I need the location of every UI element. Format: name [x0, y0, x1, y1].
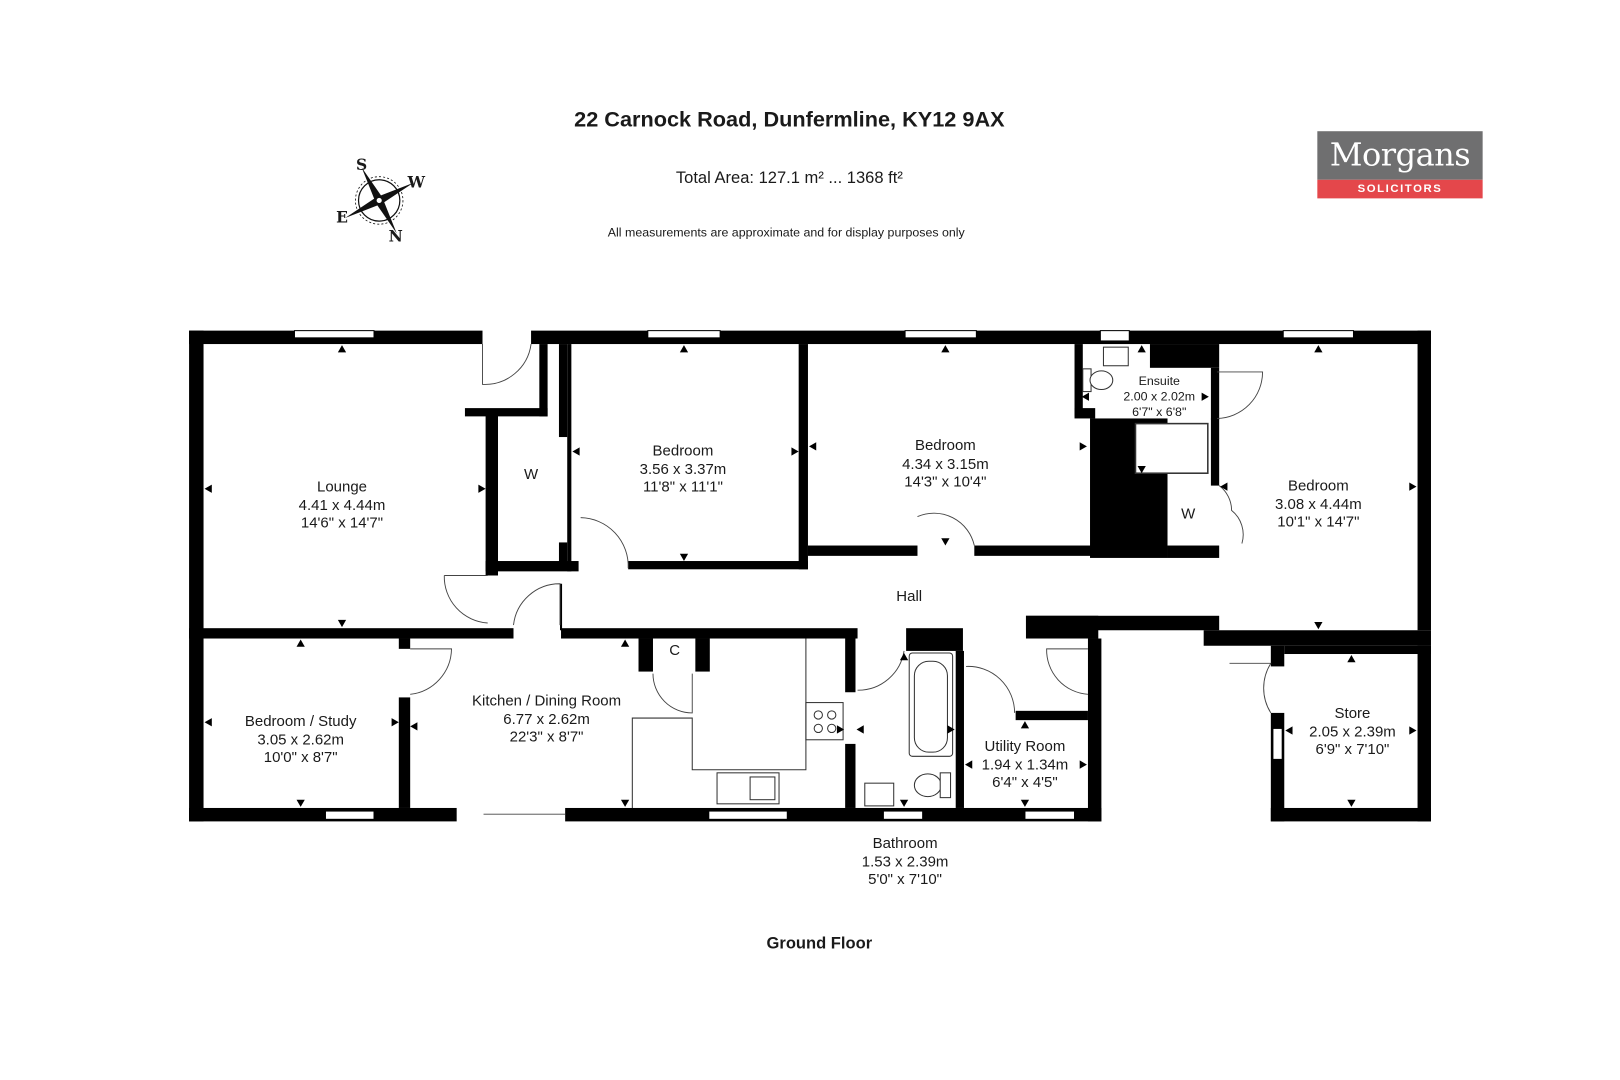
compass-s: S: [356, 155, 368, 175]
room-bedroom-study: Bedroom / Study 3.05 x 2.62m 10'0" x 8'7…: [245, 714, 357, 768]
room-name: Bathroom: [872, 835, 938, 853]
room-name: Bedroom: [1287, 478, 1349, 495]
cupboard-label: C: [669, 642, 681, 659]
room-imperial: 14'6" x 14'7": [300, 515, 384, 532]
room-imperial: 5'0" x 7'10": [868, 871, 942, 889]
morgans-solicitors-logo: Morgans SOLICITORS: [1317, 131, 1483, 199]
room-name: Bedroom / Study: [244, 713, 357, 731]
room-metric: 3.56 x 3.37m: [639, 461, 727, 478]
room-imperial: 6'9" x 7'10": [1315, 741, 1390, 759]
logo-tagline: SOLICITORS: [1317, 179, 1483, 199]
room-kitchen-dining: Kitchen / Dining Room 6.77 x 2.62m 22'3"…: [472, 693, 621, 747]
room-name: Kitchen / Dining Room: [472, 693, 622, 710]
floor-name: Ground Floor: [766, 935, 873, 953]
room-metric: 1.94 x 1.34m: [981, 756, 1069, 774]
wardrobe-label: W: [1181, 506, 1196, 523]
room-imperial: 10'0" x 8'7": [263, 749, 338, 767]
room-metric: 4.41 x 4.44m: [298, 497, 386, 514]
room-imperial: 10'1" x 14'7": [1277, 514, 1360, 531]
room-name: Utility Room: [984, 738, 1066, 756]
room-bathroom: Bathroom 1.53 x 2.39m 5'0" x 7'10": [862, 836, 949, 890]
room-metric: 2.05 x 2.39m: [1309, 723, 1396, 741]
room-name: Lounge: [316, 479, 367, 496]
room-lounge: Lounge 4.41 x 4.44m 14'6" x 14'7": [299, 479, 386, 533]
compass-e: E: [336, 208, 348, 227]
room-imperial: 14'3" x 10'4": [904, 473, 987, 491]
room-ensuite: Ensuite 2.00 x 2.02m 6'7" x 6'8": [1123, 374, 1195, 420]
room-metric: 3.05 x 2.62m: [257, 731, 344, 749]
room-imperial: 22'3" x 8'7": [509, 729, 584, 746]
room-metric: 4.34 x 3.15m: [902, 455, 989, 473]
hall-label: Hall: [896, 588, 923, 606]
room-store: Store 2.05 x 2.39m 6'9" x 7'10": [1309, 705, 1396, 759]
total-area: Total Area: 127.1 m² ... 1368 ft²: [675, 169, 903, 188]
room-name: Bedroom: [914, 437, 976, 455]
room-name: Store: [1334, 705, 1371, 722]
room-metric: 2.00 x 2.02m: [1123, 388, 1196, 404]
room-imperial: 11'8" x 11'1": [642, 479, 723, 496]
disclaimer: All measurements are approximate and for…: [607, 225, 965, 240]
wardrobe-label: W: [523, 466, 539, 484]
room-imperial: 6'7" x 6'8": [1132, 404, 1187, 419]
logo-name: Morgans: [1317, 131, 1483, 180]
room-metric: 1.53 x 2.39m: [861, 853, 949, 871]
room-name: Ensuite: [1138, 373, 1180, 388]
room-utility: Utility Room 1.94 x 1.34m 6'4" x 4'5": [982, 738, 1069, 792]
room-bedroom-1: Bedroom 3.56 x 3.37m 11'8" x 11'1": [640, 443, 727, 497]
property-address-title: 22 Carnock Road, Dunfermline, KY12 9AX: [574, 107, 1005, 132]
room-bedroom-2: Bedroom 4.34 x 3.15m 14'3" x 10'4": [902, 438, 989, 492]
compass-rose-icon: S W E N: [331, 153, 434, 251]
room-metric: 3.08 x 4.44m: [1275, 496, 1362, 513]
room-imperial: 6'4" x 4'5": [992, 774, 1058, 792]
room-name: Bedroom: [652, 442, 714, 460]
compass-w: W: [407, 173, 426, 192]
compass-n: N: [388, 226, 403, 246]
room-bedroom-3: Bedroom 3.08 x 4.44m 10'1" x 14'7": [1275, 478, 1362, 532]
room-metric: 6.77 x 2.62m: [503, 711, 590, 728]
